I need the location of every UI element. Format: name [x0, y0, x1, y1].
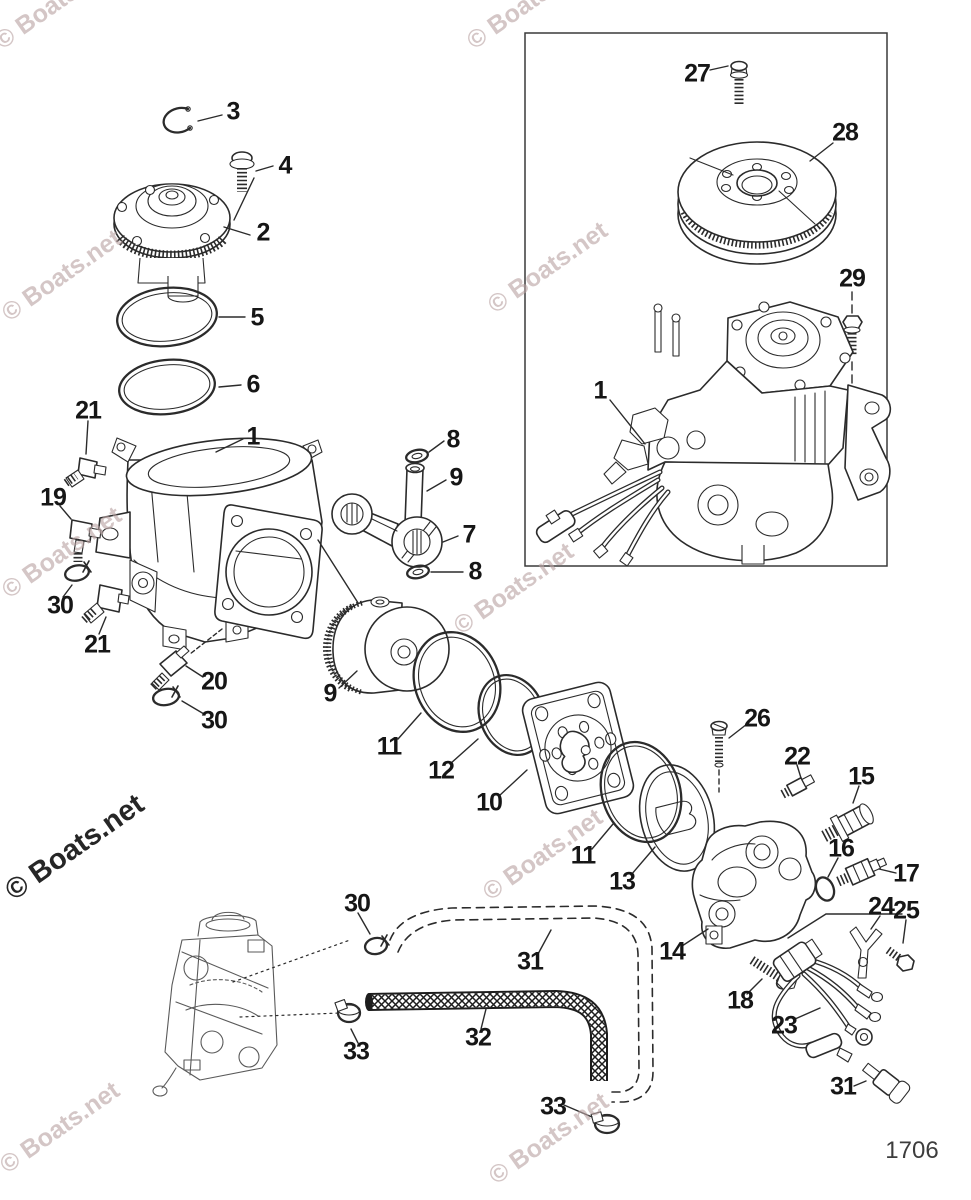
- callout-4: 4: [278, 151, 293, 180]
- part-8-washer-b-drawing: [406, 564, 430, 580]
- part-25-bolt-drawing: [885, 946, 915, 972]
- callout-27: 27: [684, 59, 711, 88]
- part-33-clamp-a-drawing: [334, 998, 362, 1024]
- callout-11a: 11: [376, 732, 402, 761]
- part-16-oring-drawing: [814, 876, 836, 902]
- callout-14: 14: [659, 937, 686, 966]
- part-11-oring-b-drawing: [599, 740, 683, 844]
- part-31-terminal-drawing: [862, 1062, 911, 1104]
- callout-24: 24: [868, 892, 895, 921]
- callout-30a: 30: [47, 591, 74, 620]
- callout-31b: 31: [830, 1072, 857, 1101]
- callout-18: 18: [727, 986, 754, 1015]
- part-13-gasket-drawing: [638, 764, 716, 872]
- callout-31a: 31: [517, 947, 544, 976]
- callout-30c: 30: [344, 889, 371, 918]
- part-20-fitting-drawing: [150, 645, 190, 691]
- callout-33a: 33: [343, 1037, 370, 1066]
- callout-22: 22: [784, 742, 811, 771]
- part-30-clamp-a-drawing: [64, 560, 92, 582]
- inset-box: [524, 32, 888, 567]
- callout-23: 23: [771, 1011, 798, 1040]
- part-15-fitting-drawing: [821, 803, 874, 842]
- part-17-fitting-drawing: [836, 857, 888, 887]
- page-number: 1706: [885, 1137, 939, 1164]
- callout-5: 5: [250, 303, 265, 332]
- part-21-elbow-drawing: [81, 584, 130, 624]
- callout-30b: 30: [201, 706, 228, 735]
- callout-16: 16: [828, 834, 855, 863]
- part-6-oring-drawing: [118, 358, 216, 416]
- part-2-pump-head-drawing: [113, 183, 231, 303]
- part-28-pulley-drawing: [677, 141, 837, 265]
- callout-20: 20: [201, 667, 228, 696]
- callout-1-inset: 1: [593, 376, 608, 405]
- callout-8a: 8: [446, 425, 461, 454]
- part-32-hose-drawing: [365, 989, 608, 1081]
- part-26-screw-drawing: [710, 720, 728, 793]
- part-14-manifold-drawing: [691, 820, 817, 949]
- part-23-harness-drawing: [771, 938, 884, 1063]
- callout-7: 7: [462, 520, 477, 549]
- part-22-fitting-drawing: [780, 774, 816, 799]
- callout-3: 3: [226, 97, 241, 126]
- callout-28: 28: [832, 118, 859, 147]
- part-24-fork-drawing: [849, 926, 883, 979]
- callout-2: 2: [256, 218, 271, 247]
- callout-6: 6: [246, 370, 261, 399]
- callout-1: 1: [246, 422, 261, 451]
- part-19-fitting-drawing: [69, 519, 102, 562]
- callout-15: 15: [848, 762, 875, 791]
- part-27-screw-drawing: [729, 60, 749, 106]
- callout-29: 29: [839, 264, 866, 293]
- part-1-body-drawing: [95, 437, 361, 655]
- callout-32: 32: [465, 1023, 492, 1052]
- callout-9b: 9: [323, 679, 338, 708]
- part-33-clamp-b-drawing: [590, 1111, 621, 1135]
- part-8-washer-a-drawing: [405, 448, 429, 464]
- callout-33b: 33: [540, 1092, 567, 1121]
- part-11-oring-a-drawing: [412, 631, 502, 733]
- callout-13: 13: [609, 867, 636, 896]
- callout-26: 26: [744, 704, 771, 733]
- part-3-snap-ring-drawing: [162, 106, 193, 134]
- part-30-clamp-b-drawing: [151, 685, 181, 707]
- callout-11b: 11: [570, 841, 596, 870]
- callout-12: 12: [428, 756, 455, 785]
- part-7-connecting-rod-drawing: [331, 493, 443, 568]
- part-1-compressor-assembly-drawing: [535, 301, 892, 567]
- callout-19: 19: [40, 483, 67, 512]
- callout-21a: 21: [75, 396, 102, 425]
- part-31-hose-drawing: [389, 905, 654, 1103]
- callout-17: 17: [893, 859, 920, 888]
- part-21-fitting-top-drawing: [63, 457, 107, 488]
- callout-21b: 21: [84, 630, 111, 659]
- part-30-clamp-c-drawing: [363, 934, 390, 956]
- part-10-end-plate-drawing: [521, 681, 635, 815]
- callout-25: 25: [893, 896, 920, 925]
- callout-8b: 8: [468, 557, 483, 586]
- leader-lines: [59, 65, 907, 1118]
- part-5-oring-drawing: [116, 286, 218, 348]
- callout-9a: 9: [449, 463, 464, 492]
- engine-reference-drawing: [152, 911, 351, 1097]
- callout-10: 10: [476, 788, 503, 817]
- part-4-bolt-drawing: [229, 151, 255, 221]
- part-9-piston-drawing: [322, 596, 450, 695]
